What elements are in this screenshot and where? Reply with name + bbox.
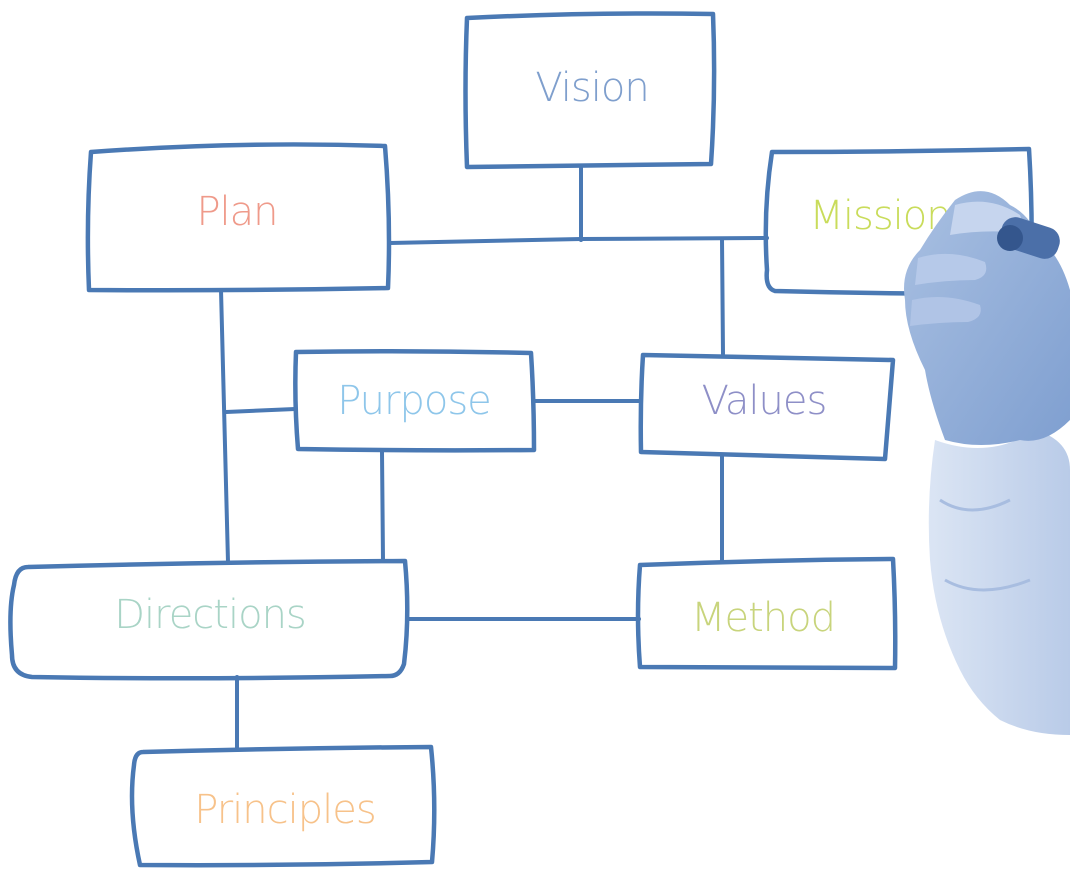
- connectors: [219, 166, 769, 750]
- node-method: Method: [635, 556, 898, 671]
- node-vision: Vision: [463, 11, 717, 170]
- node-principles: Principles: [129, 744, 437, 868]
- node-method-label: Method: [691, 595, 835, 641]
- connector-plan-directions: [219, 288, 230, 564]
- connector-plan-mission: [388, 236, 769, 245]
- node-mission-label: Mission: [809, 193, 950, 239]
- connector-purpose-directions: [380, 450, 385, 562]
- node-principles-label: Principles: [194, 787, 375, 833]
- node-values: Values: [638, 352, 896, 462]
- node-vision-label: Vision: [535, 65, 648, 111]
- node-directions-label: Directions: [114, 592, 306, 638]
- connector-plan-purpose: [224, 407, 297, 414]
- node-values-label: Values: [702, 378, 827, 424]
- node-plan: Plan: [85, 142, 392, 293]
- node-directions: Directions: [8, 558, 410, 681]
- node-purpose-label: Purpose: [337, 378, 491, 424]
- node-purpose: Purpose: [293, 348, 537, 453]
- node-plan-label: Plan: [196, 189, 277, 235]
- hand-holding-marker-image: [904, 191, 1070, 735]
- connector-hub-values: [720, 237, 725, 356]
